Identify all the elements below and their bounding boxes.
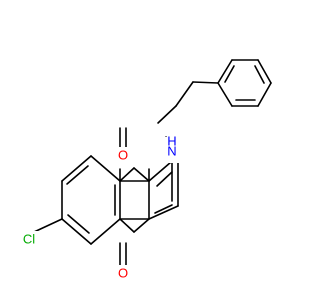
bond-layer: [33, 59, 272, 267]
bond: [257, 82, 272, 107]
label-background: [162, 137, 182, 163]
bond: [119, 167, 135, 182]
label-background: [114, 265, 132, 283]
bond: [133, 218, 150, 233]
label-background: [114, 147, 132, 165]
bond: [61, 218, 92, 245]
bond: [192, 81, 219, 84]
bond: [148, 205, 179, 220]
bond: [90, 218, 121, 245]
bond: [157, 105, 177, 124]
chemical-structure: O O H N Cl: [17, 59, 272, 283]
atom-label-layer: O O H N Cl: [17, 133, 182, 283]
bond: [61, 155, 92, 182]
double-bond-inner: [156, 171, 173, 187]
bond: [257, 59, 272, 84]
double-bond-inner: [154, 204, 173, 214]
structure-canvas: O O H N Cl: [17, 59, 272, 283]
nitrogen-h-label: H: [167, 133, 176, 148]
double-bond-inner: [254, 65, 265, 84]
double-bond-inner: [66, 165, 89, 185]
nitrogen-label: N: [167, 143, 176, 158]
double-bond-inner: [67, 214, 90, 234]
bond: [33, 218, 63, 233]
double-bond-inner: [224, 65, 235, 83]
oxygen-top-label: O: [118, 147, 128, 162]
bond: [217, 59, 233, 84]
bond: [217, 82, 233, 107]
oxygen-bottom-label: O: [118, 265, 128, 280]
bond: [175, 81, 194, 107]
bond: [90, 155, 121, 182]
label-background: [17, 231, 41, 249]
bond: [133, 167, 150, 182]
chlorine-label: Cl: [23, 231, 35, 246]
bond: [119, 218, 135, 233]
